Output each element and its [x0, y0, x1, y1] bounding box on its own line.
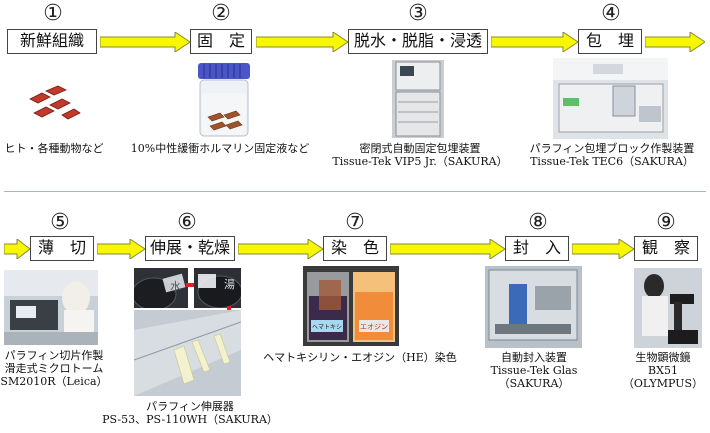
flow-arrow-6-7 — [238, 239, 323, 259]
flow-arrow-7-8 — [390, 239, 505, 259]
step-1-box: 新鮮組織 — [7, 29, 97, 54]
hematoxylin-label: ヘマトキシリン — [312, 324, 342, 331]
step-5-box: 薄 切 — [30, 236, 94, 261]
step-9-box: 観 察 — [634, 236, 698, 261]
flow-arrow-4-next — [645, 32, 705, 52]
step-7-number: ⑦ — [345, 210, 365, 235]
step-3-box: 脱水・脱脂・浸透 — [348, 29, 488, 54]
step-1-caption: ヒト・各種動物など — [4, 142, 104, 155]
step-9-caption-line-1: 生物顕微鏡 — [635, 351, 691, 364]
step-1-number: ① — [43, 1, 63, 26]
step-2-box: 固 定 — [190, 29, 252, 54]
step-2-number: ② — [211, 1, 231, 26]
flow-arrow-3-4 — [491, 32, 578, 52]
step-5-caption-line-1: パラフィン切片作製 — [4, 349, 104, 362]
formalin-jar-image — [198, 63, 250, 137]
step-3-caption-line-1: 密閉式自動固定包埋装置 — [359, 142, 481, 155]
step-5-number: ⑤ — [50, 210, 70, 235]
flow-arrow-8-9 — [572, 239, 634, 259]
flow-arrow-5-6 — [97, 239, 145, 259]
step-3-number: ③ — [408, 1, 428, 26]
step-6-caption-line-2: PS-53、PS-110WH（SAKURA） — [102, 413, 278, 426]
step-6-box: 伸展・乾燥 — [145, 236, 235, 261]
step-3-caption-line-2: Tissue-Tek VIP5 Jr.（SAKURA） — [332, 155, 508, 168]
tissue-processor-photo — [392, 60, 444, 138]
step-8-box: 封 入 — [505, 236, 569, 261]
step-7-box: 染 色 — [323, 236, 387, 261]
step-8-caption-line-1: 自動封入装置 — [501, 351, 567, 364]
step-5-caption-line-3: SM2010R（Leica） — [0, 375, 108, 388]
slide-warmer-photo — [134, 310, 241, 396]
microtome-photo — [4, 270, 98, 345]
step-8-number: ⑧ — [528, 210, 548, 235]
step-8-caption-line-2: Tissue-Tek Glas — [490, 364, 578, 377]
embedding-station-photo — [553, 58, 668, 139]
slide-stretching-photo-hot-water: 湯 — [194, 268, 241, 308]
flow-arrow-1-2 — [100, 32, 190, 52]
staining-jars-photo: ヘマトキシリン エオジン — [303, 266, 399, 346]
step-4-box: 包 埋 — [578, 29, 642, 54]
tissue-pieces-image — [29, 85, 81, 120]
step-7-caption: ヘマトキシリン・エオジン（HE）染色 — [263, 351, 457, 364]
step-9-caption-line-3: （OLYMPUS） — [622, 377, 704, 390]
step-8-caption-line-3: （SAKURA） — [498, 377, 570, 390]
flow-arrow-2-3 — [256, 32, 348, 52]
step-5-caption-line-2: 滑走式ミクロトーム — [4, 362, 104, 375]
step-4-caption-line-1: パラフィン包埋ブロック作製装置 — [529, 142, 695, 155]
hot-water-label: 湯 — [224, 278, 235, 291]
water-label: 水 — [170, 280, 181, 293]
eosin-label: エオジン — [360, 323, 388, 331]
step-2-caption: 10%中性緩衝ホルマリン固定液など — [130, 142, 310, 155]
slide-stretching-photo-water: 水 — [134, 268, 188, 308]
step-6-caption-line-1: パラフィン伸展器 — [146, 400, 234, 413]
step-4-caption-line-2: Tissue-Tek TEC6（SAKURA） — [530, 155, 694, 168]
coverslipper-photo — [485, 266, 582, 348]
flow-arrow-prev-5 — [4, 239, 30, 259]
row-divider — [4, 191, 706, 192]
step-6-number: ⑥ — [177, 210, 197, 235]
step-9-number: ⑨ — [656, 210, 676, 235]
step-4-number: ④ — [601, 1, 621, 26]
microscope-photo — [634, 268, 702, 348]
step-9-caption-line-2: BX51 — [648, 364, 678, 377]
